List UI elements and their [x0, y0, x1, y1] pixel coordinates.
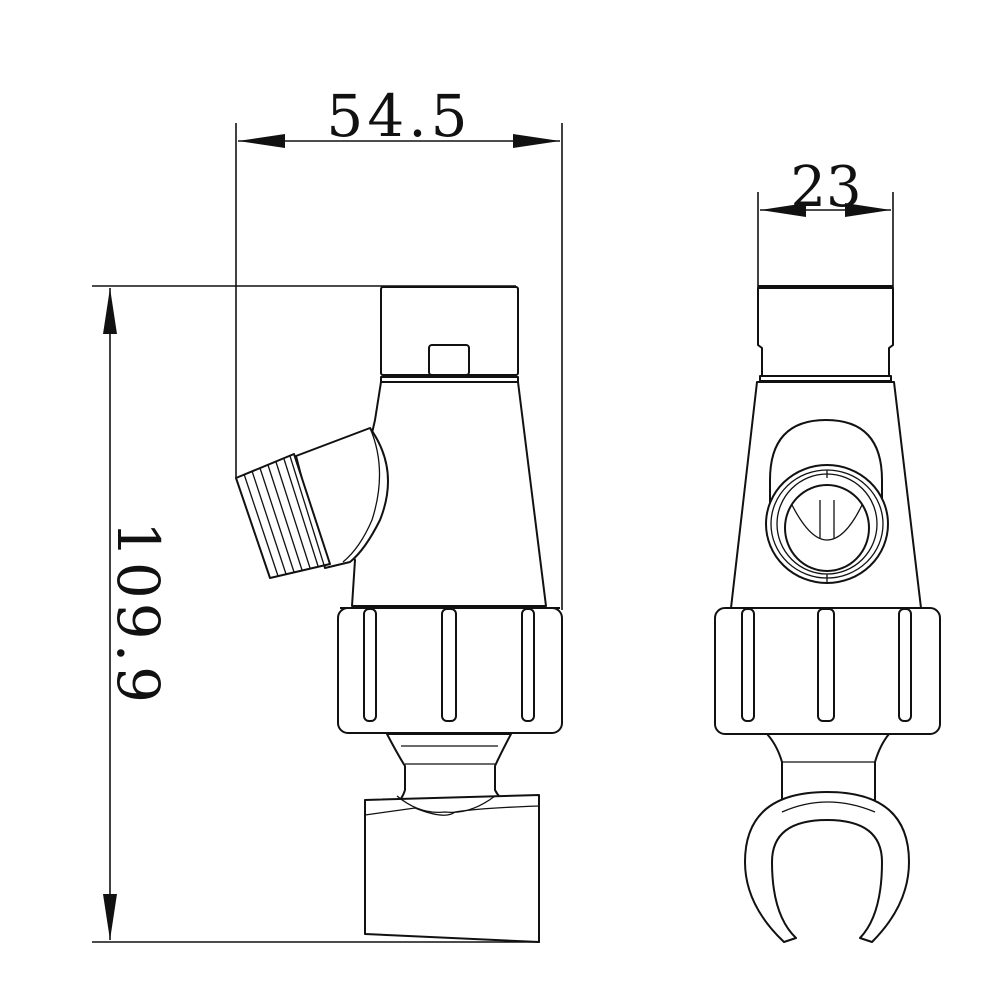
- neck: [766, 733, 890, 801]
- c-clip: [744, 791, 910, 943]
- dimension-label-23: 23: [790, 155, 861, 220]
- dimension-54-5: 54.5: [235, 82, 563, 610]
- nut-ribs: [363, 608, 535, 722]
- outlet-arm-seam: [342, 427, 381, 563]
- arrow-left-icon: [238, 134, 285, 148]
- nut-ribs: [741, 608, 912, 722]
- arrow-left-icon: [760, 203, 806, 217]
- circular-outlet: [765, 419, 889, 584]
- neck: [386, 733, 512, 805]
- arrow-right-icon: [513, 134, 560, 148]
- arrow-down-icon: [103, 894, 117, 940]
- dimension-label-109-9: 109.9: [104, 521, 172, 707]
- neck-saddle: [396, 795, 496, 814]
- front-view: [714, 285, 941, 943]
- wall-bracket: [364, 794, 540, 943]
- arrow-up-icon: [103, 288, 117, 334]
- cap-ring: [759, 375, 892, 382]
- clip-band: [781, 801, 876, 813]
- bracket-top-edge: [364, 805, 540, 816]
- dimension-23: 23: [757, 155, 894, 288]
- side-view: [235, 286, 563, 943]
- arrow-right-icon: [845, 203, 891, 217]
- threaded-outlet: [235, 453, 331, 579]
- top-cap: [757, 287, 894, 377]
- dimension-label-54-5: 54.5: [326, 82, 471, 150]
- cap-button: [428, 344, 470, 376]
